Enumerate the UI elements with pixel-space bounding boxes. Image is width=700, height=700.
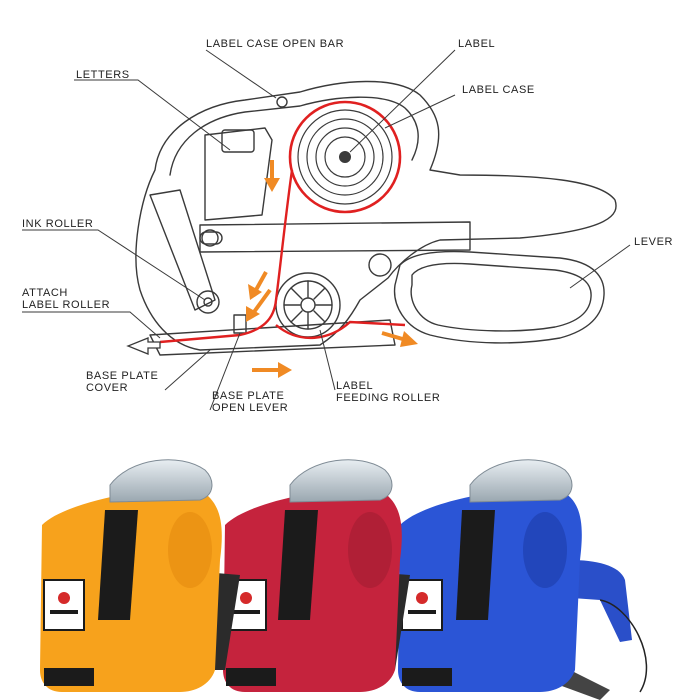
arrow-right-1 (252, 362, 292, 378)
arrow-down-3 (246, 288, 272, 322)
ink-roller (196, 290, 220, 314)
base-plate-cover-label: BASE PLATE COVER (86, 370, 159, 394)
leader-base-plate-cover (164, 349, 211, 391)
leader-label-case-open-bar (205, 49, 277, 99)
arm-slot (199, 231, 223, 245)
label-path-exit (275, 320, 406, 339)
label-case-open-bar-knob (276, 96, 288, 108)
leader-label (349, 49, 456, 153)
letters-label: LETTERS (76, 69, 130, 81)
lever-outline (393, 250, 605, 344)
arrow-left-white (126, 337, 161, 355)
leader-ink-roller (22, 229, 206, 301)
body-outline (135, 80, 617, 351)
letters-window (221, 129, 255, 153)
leader-lever (569, 244, 631, 289)
lever-label: LEVER (634, 236, 674, 248)
label-case (288, 100, 402, 214)
label-case-label: LABEL CASE (462, 84, 535, 96)
ink-roller-label: INK ROLLER (22, 218, 94, 230)
label-path (159, 169, 294, 344)
leader-lines (22, 49, 631, 411)
arm-pivot (201, 229, 219, 247)
product-photos (40, 459, 648, 700)
base-plate-open-lever-label: BASE PLATE OPEN LEVER (212, 390, 289, 414)
arm-bar (199, 221, 471, 253)
leader-letters (74, 79, 231, 151)
label-feeding-roller-label: LABEL FEEDING ROLLER (336, 380, 441, 404)
attach-label-roller-label: ATTACH LABEL ROLLER (22, 287, 111, 311)
leader-label-feeding-roller (319, 329, 336, 391)
label-case-open-bar-label: LABEL CASE OPEN BAR (206, 38, 345, 50)
leader-label-case (384, 94, 456, 129)
leader-base-plate-open-lever (209, 332, 241, 411)
body-inner-outline (169, 96, 419, 176)
label-label: LABEL (458, 38, 496, 50)
arrow-right-2 (381, 331, 418, 347)
feeding-roller-teeth (283, 280, 333, 330)
lever-inner (410, 262, 592, 332)
small-wheel (368, 253, 392, 277)
letters-block (204, 127, 273, 221)
labeler-schematic (22, 49, 631, 411)
red-labeler (223, 459, 410, 692)
blue-labeler (398, 459, 648, 700)
feed-arrows (246, 160, 418, 378)
arrow-down-1 (264, 160, 280, 192)
leader-attach-label-roller (22, 311, 161, 339)
base-plate (149, 319, 396, 356)
orange-labeler (40, 459, 240, 692)
arrow-down-2 (248, 271, 268, 300)
ink-roller-arm (149, 189, 216, 311)
